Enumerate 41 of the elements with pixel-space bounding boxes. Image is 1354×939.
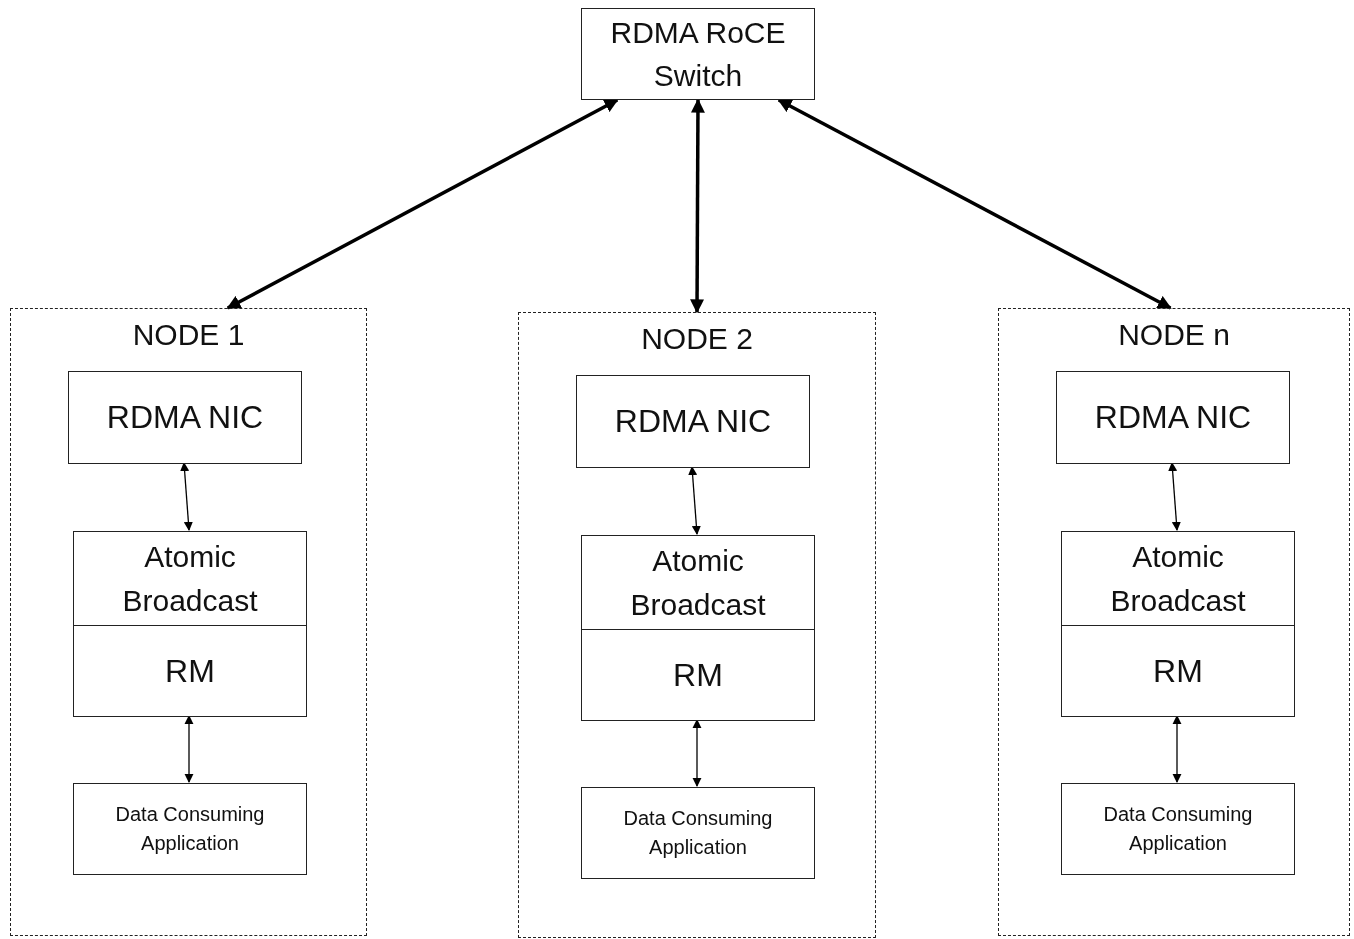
node-group — [998, 308, 1350, 936]
box-label: RDMA NIC — [1094, 398, 1252, 438]
box-label: RM — [1153, 651, 1203, 691]
box-label: RDMA RoCE Switch — [609, 14, 787, 94]
box-label: RDMA NIC — [106, 398, 264, 438]
box-label: RM — [673, 655, 723, 695]
group-heading: NODE n — [1118, 317, 1230, 353]
protocol-box — [73, 531, 307, 626]
arrow — [690, 98, 705, 314]
arrow — [1172, 715, 1182, 783]
module-box — [1061, 625, 1295, 717]
protocol-box — [581, 535, 815, 630]
arrow — [692, 719, 702, 787]
arrow — [1168, 462, 1181, 531]
node-group — [10, 308, 367, 936]
box-label: Data Consuming Application — [622, 806, 774, 860]
arrow — [180, 462, 193, 531]
application-box — [1061, 783, 1295, 875]
application-box — [73, 783, 307, 875]
group-heading: NODE 1 — [132, 317, 245, 353]
arrow — [688, 466, 701, 535]
box-label: Atomic Broadcast — [629, 543, 767, 623]
arrow — [777, 98, 1172, 310]
box-label: Data Consuming Application — [114, 802, 266, 856]
node-group — [518, 312, 876, 938]
nic-box — [1056, 371, 1290, 464]
switch-box — [581, 8, 815, 100]
arrow — [184, 715, 194, 783]
box-label: Atomic Broadcast — [121, 539, 259, 619]
nic-box — [68, 371, 302, 464]
box-label: RDMA NIC — [614, 402, 772, 442]
application-box — [581, 787, 815, 879]
protocol-box — [1061, 531, 1295, 626]
box-label: RM — [165, 651, 215, 691]
group-heading: NODE 2 — [641, 321, 753, 357]
box-label: Data Consuming Application — [1102, 802, 1254, 856]
module-box — [581, 629, 815, 721]
module-box — [73, 625, 307, 717]
nic-box — [576, 375, 810, 468]
box-label: Atomic Broadcast — [1109, 539, 1247, 619]
arrow — [226, 98, 619, 310]
